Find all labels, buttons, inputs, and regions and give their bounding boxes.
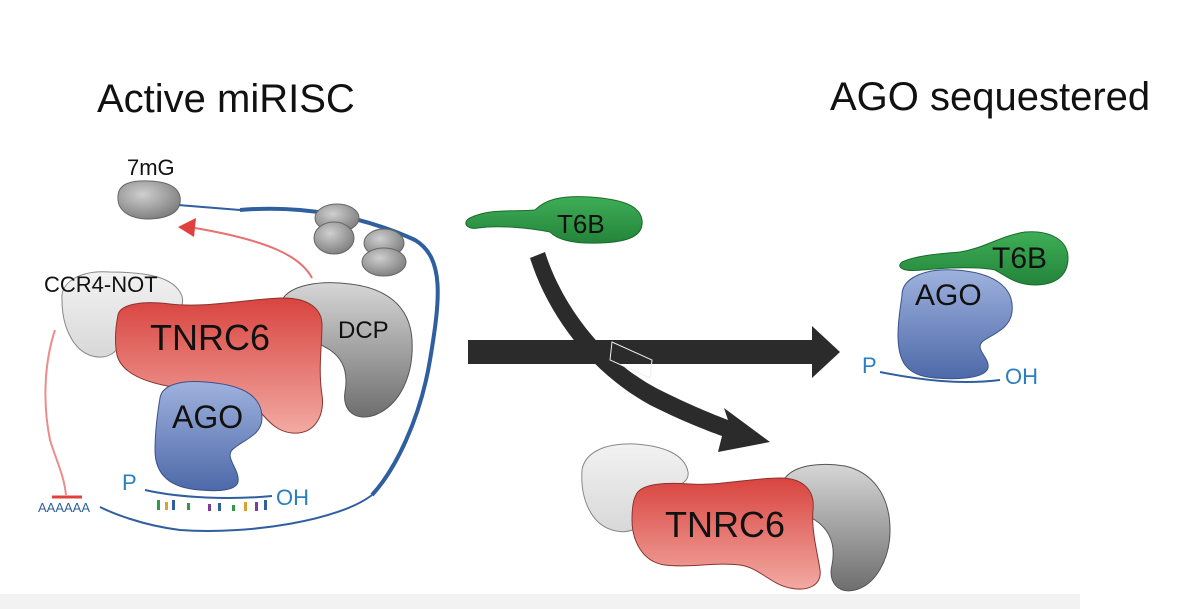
ribosome-icon bbox=[313, 203, 407, 277]
arrow-overlap-outline bbox=[609, 341, 653, 379]
t6b-label-right: T6B bbox=[992, 242, 1047, 275]
inhibition-arrow-decapping bbox=[194, 227, 313, 279]
p-label-left: P bbox=[122, 470, 137, 495]
t6b-label-middle: T6B bbox=[557, 209, 605, 239]
process-arrow-curved bbox=[530, 252, 770, 452]
ago-protein-left bbox=[154, 381, 263, 492]
title-ago-sequestered: AGO sequestered bbox=[830, 75, 1150, 119]
mrna-3prime-segment bbox=[99, 494, 373, 532]
ccr4-not-label: CCR4-NOT bbox=[44, 272, 158, 297]
ago-label-right: AGO bbox=[915, 279, 982, 312]
inhibition-arrowhead bbox=[178, 218, 196, 237]
slide-bottom-strip bbox=[0, 594, 1080, 609]
dcp-label: DCP bbox=[338, 317, 389, 344]
ago-label-left: AGO bbox=[172, 399, 243, 435]
tnrc6-protein bbox=[114, 297, 324, 434]
process-arrow-horizontal bbox=[468, 326, 840, 378]
tnrc6-protein-bottom bbox=[631, 477, 821, 590]
ago-protein-right bbox=[897, 269, 1013, 380]
mirna-strand-right bbox=[879, 371, 1001, 383]
oh-label-right: OH bbox=[1005, 364, 1038, 389]
cap-label: 7mG bbox=[127, 155, 175, 180]
p-label-right: P bbox=[862, 353, 877, 378]
t6b-peptide-middle bbox=[465, 196, 643, 244]
inhibition-arrow-deadenylation bbox=[44, 329, 67, 496]
title-active-mirisc: Active miRISC bbox=[97, 77, 355, 121]
mirna-strand-left bbox=[144, 489, 273, 499]
polya-tail-label: AAAAAA bbox=[38, 500, 90, 515]
oh-label-left: OH bbox=[276, 485, 309, 510]
cap-7mg-shape bbox=[117, 180, 181, 220]
tnrc6-label-bottom: TNRC6 bbox=[665, 504, 785, 545]
base-pair-ticks bbox=[157, 500, 267, 511]
mrna-5prime-segment bbox=[177, 204, 241, 211]
t6b-peptide-right bbox=[899, 231, 1069, 286]
tnrc6-label: TNRC6 bbox=[150, 317, 270, 358]
